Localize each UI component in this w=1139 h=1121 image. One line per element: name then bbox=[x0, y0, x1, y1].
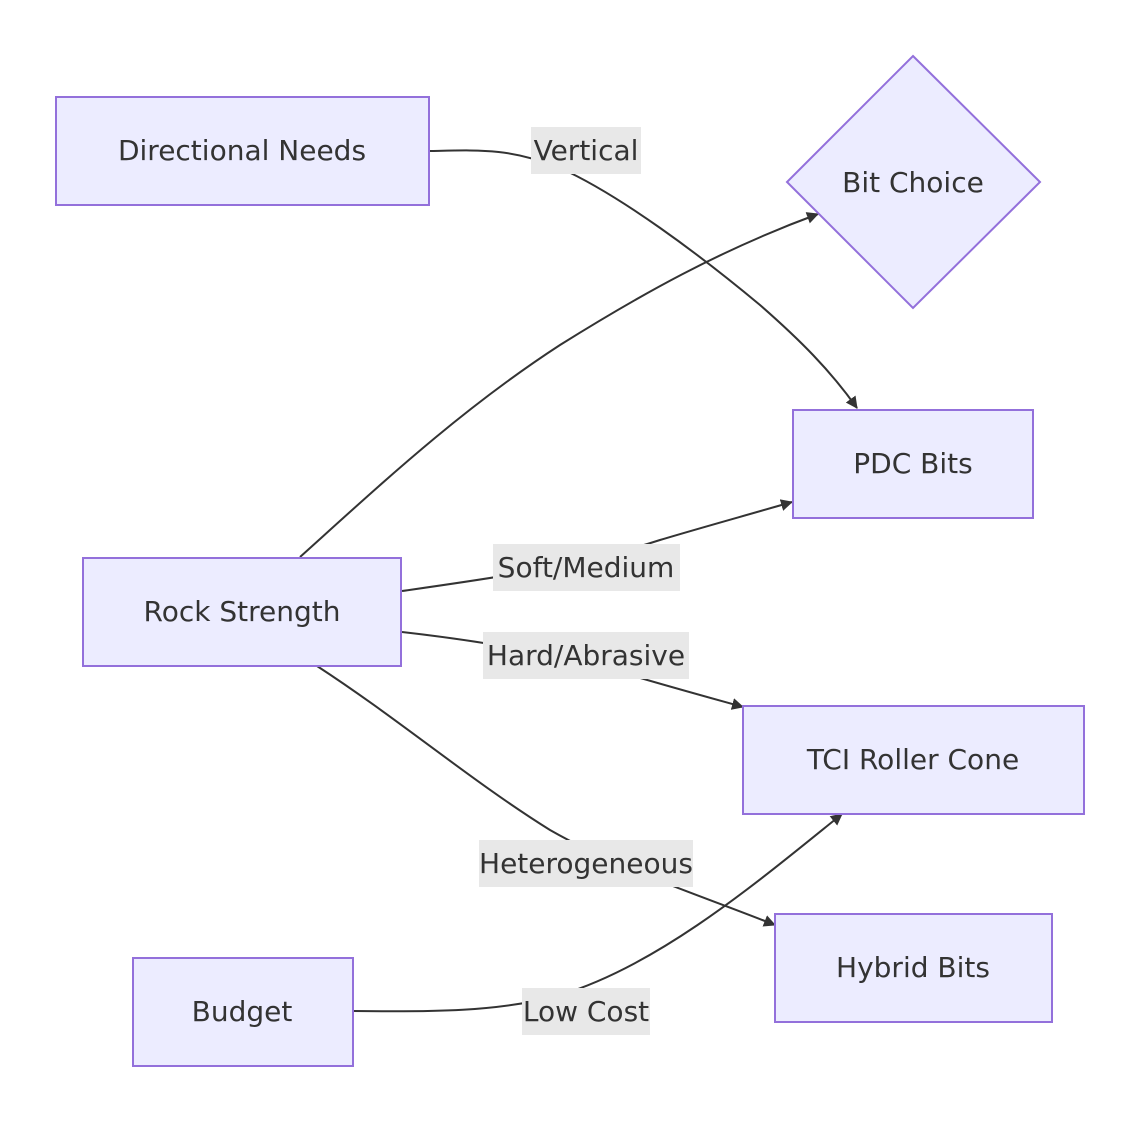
node-tci-roller-cone: TCI Roller Cone bbox=[742, 705, 1085, 815]
svg-text:Vertical: Vertical bbox=[534, 134, 639, 167]
svg-text:Low Cost: Low Cost bbox=[523, 995, 649, 1028]
svg-text:Rock Strength: Rock Strength bbox=[144, 595, 341, 628]
edge-label-low-cost: Low Cost bbox=[522, 988, 650, 1035]
svg-text:TCI Roller Cone: TCI Roller Cone bbox=[806, 743, 1019, 776]
node-pdc-bits: PDC Bits bbox=[792, 409, 1034, 519]
edge-rock-to-hybrid bbox=[316, 665, 776, 927]
edge-label-heterogeneous: Heterogeneous bbox=[479, 840, 693, 887]
svg-text:Heterogeneous: Heterogeneous bbox=[479, 847, 693, 880]
svg-text:Directional Needs: Directional Needs bbox=[118, 134, 366, 167]
edge-rock-to-bit-choice bbox=[299, 212, 819, 558]
svg-text:PDC Bits: PDC Bits bbox=[853, 447, 972, 480]
svg-text:Hybrid Bits: Hybrid Bits bbox=[836, 951, 990, 984]
node-hybrid-bits: Hybrid Bits bbox=[774, 913, 1053, 1023]
edge-label-hard-abrasive: Hard/Abrasive bbox=[483, 632, 689, 679]
edge-label-vertical: Vertical bbox=[531, 127, 641, 174]
svg-text:Bit Choice: Bit Choice bbox=[842, 166, 984, 199]
node-bit-choice: Bit Choice bbox=[785, 54, 1042, 310]
svg-text:Budget: Budget bbox=[192, 995, 293, 1028]
node-directional-needs: Directional Needs bbox=[55, 96, 430, 206]
svg-text:Hard/Abrasive: Hard/Abrasive bbox=[487, 639, 685, 672]
node-rock-strength: Rock Strength bbox=[82, 557, 402, 667]
svg-text:Soft/Medium: Soft/Medium bbox=[498, 551, 675, 584]
edge-label-soft-medium: Soft/Medium bbox=[493, 544, 680, 591]
node-budget: Budget bbox=[132, 957, 354, 1067]
edge-directional-to-pdc bbox=[429, 149, 858, 409]
